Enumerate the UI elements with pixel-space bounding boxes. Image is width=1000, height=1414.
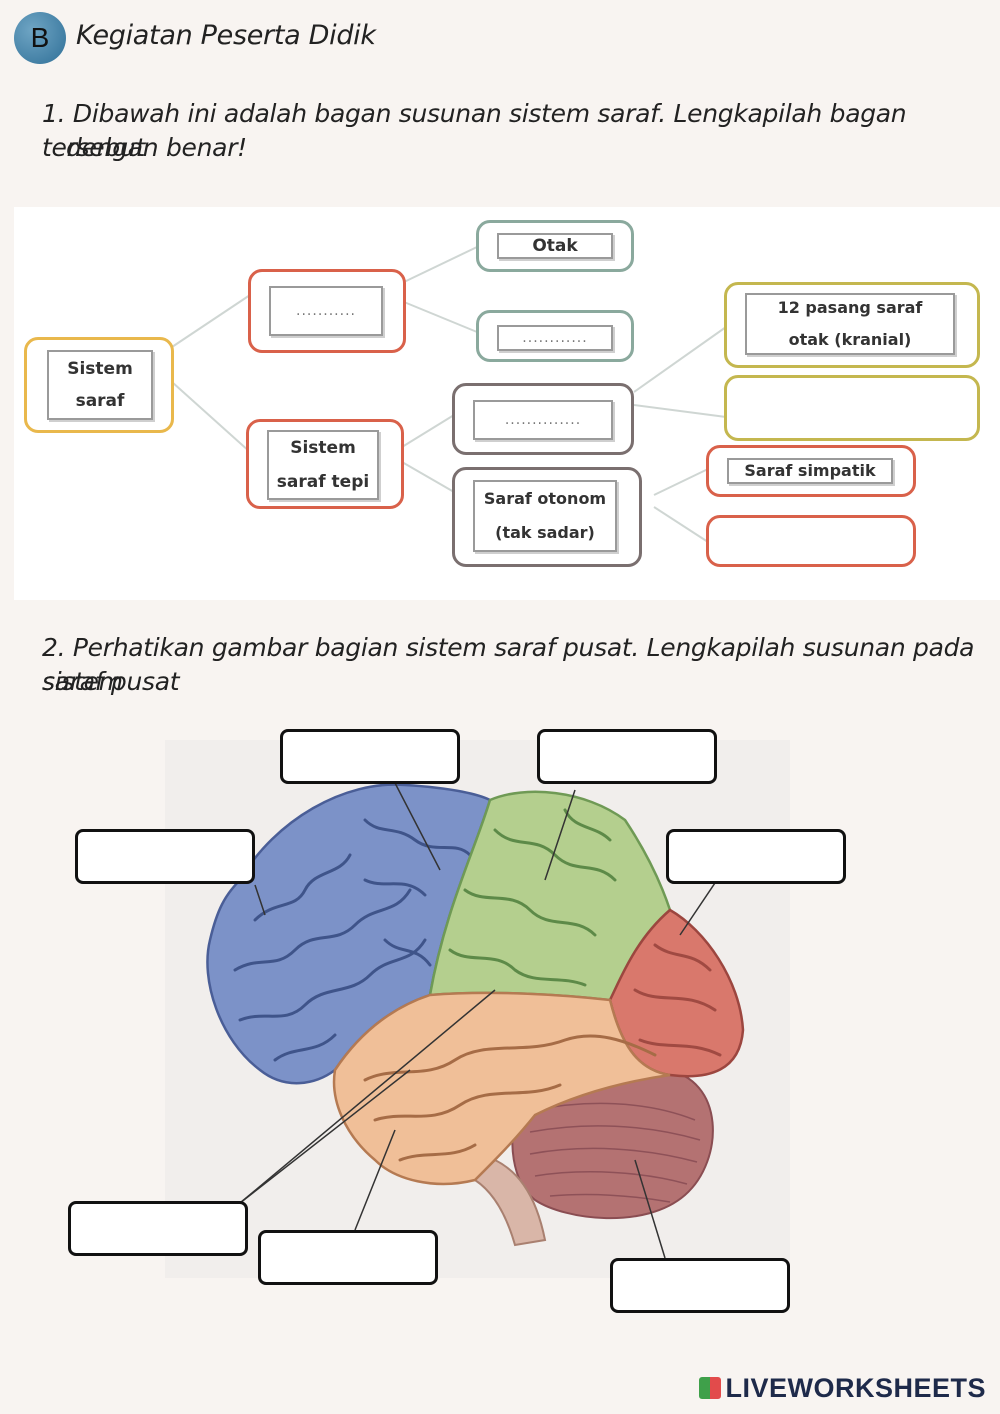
otak-label: Otak xyxy=(497,233,613,259)
question-1-line-1: 1. Dibawah ini adalah bagan susunan sist… xyxy=(42,99,907,162)
blank-node-top: ........... xyxy=(248,269,406,353)
blank-node-mid: ............ xyxy=(476,310,634,362)
root-label-line-2: saraf xyxy=(75,391,125,411)
blank-top-dots: ........... xyxy=(296,303,356,319)
blank-node-mid-field[interactable]: ............ xyxy=(497,325,613,351)
otak-node: Otak xyxy=(476,220,634,272)
saraf-otonom-line-1: Saraf otonom xyxy=(483,489,607,508)
answer-box-frontal[interactable] xyxy=(75,829,255,884)
answer-box-top-right[interactable] xyxy=(537,729,717,784)
blank-node-spinal[interactable] xyxy=(724,375,980,441)
question-2-line-2: saraf pusat xyxy=(42,667,180,696)
brain-image-area xyxy=(165,740,790,1278)
blank-node-sadar-field[interactable]: .............. xyxy=(473,400,613,440)
blank-node-sadar: .............. xyxy=(452,383,634,455)
kranial-line-2: otak (kranial) xyxy=(788,330,912,349)
root-label-line-1: Sistem xyxy=(67,359,133,379)
answer-box-cerebellum[interactable] xyxy=(610,1258,790,1313)
brand-text: LIVEWORKSHEETS xyxy=(725,1373,986,1403)
saraf-tepi-line-1: Sistem xyxy=(290,438,356,458)
brain-illustration xyxy=(206,782,745,1259)
saraf-otonom-line-2: (tak sadar) xyxy=(495,523,595,542)
blank-node-parasimpatik[interactable] xyxy=(706,515,916,567)
answer-box-top-left[interactable] xyxy=(280,729,460,784)
blank-sadar-dots: .............. xyxy=(504,412,582,428)
section-badge: B xyxy=(14,12,66,64)
question-2-line-1: 2. Perhatikan gambar bagian sistem saraf… xyxy=(42,633,975,696)
kranial-line-1: 12 pasang saraf xyxy=(777,298,923,317)
blank-mid-dots: ............ xyxy=(522,330,588,346)
saraf-tepi-label: Sistem saraf tepi xyxy=(267,430,379,500)
saraf-otonom-label: Saraf otonom (tak sadar) xyxy=(473,480,617,552)
liveworksheets-icon xyxy=(699,1377,722,1399)
kranial-label: 12 pasang saraf otak (kranial) xyxy=(745,293,955,355)
root-node: Sistem saraf xyxy=(24,337,174,433)
chart-connectors xyxy=(171,246,727,543)
section-title: Kegiatan Peserta Didik xyxy=(76,20,376,51)
simpatik-label: Saraf simpatik xyxy=(727,458,893,484)
root-node-label: Sistem saraf xyxy=(47,350,153,420)
nervous-system-chart: Sistem saraf ........... Otak ..........… xyxy=(14,207,1000,600)
saraf-otonom-node: Saraf otonom (tak sadar) xyxy=(452,467,642,567)
kranial-node: 12 pasang saraf otak (kranial) xyxy=(724,282,980,368)
blank-node-top-field[interactable]: ........... xyxy=(269,286,383,336)
answer-box-temporal[interactable] xyxy=(258,1230,438,1285)
answer-box-bottom-left[interactable] xyxy=(68,1201,248,1256)
simpatik-node: Saraf simpatik xyxy=(706,445,916,497)
liveworksheets-logo: LIVEWORKSHEETS xyxy=(699,1373,986,1404)
question-1-line-2: dengan benar! xyxy=(66,133,247,162)
saraf-tepi-node: Sistem saraf tepi xyxy=(246,419,404,509)
answer-box-occipital[interactable] xyxy=(666,829,846,884)
saraf-tepi-line-2: saraf tepi xyxy=(276,472,370,492)
